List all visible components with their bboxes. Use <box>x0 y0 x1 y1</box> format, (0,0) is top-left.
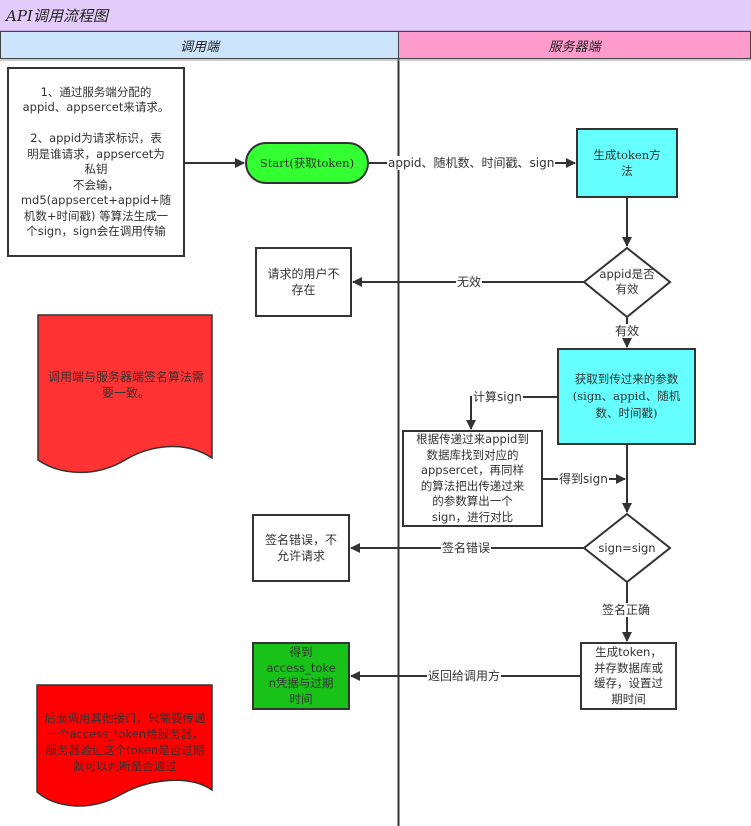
decision-sign-equal-shape <box>582 512 672 584</box>
sign-error-node: 签名错误，不 允许请求 <box>252 514 350 582</box>
diagram-title: API调用流程图 <box>6 7 108 25</box>
user-not-exist-node: 请求的用户不 存在 <box>255 247 352 317</box>
sign-equal-decision: sign=sign <box>598 541 656 555</box>
generate-token-store-node: 生成token， 并存数据库或 缓存，设置过 期时间 <box>580 642 677 710</box>
intro-description-box: 1、通过服务端分配的 appid、appsercet来请求。 2、appid为请… <box>7 67 185 257</box>
lane-header-server: 服务器端 <box>398 31 751 59</box>
edge-label-sign-ok: 签名正确 <box>601 603 652 617</box>
note-shape-signature <box>37 314 213 474</box>
lane-header-client: 调用端 <box>0 31 399 59</box>
edge-label-request-params: appid、随机数、时间戳、sign <box>387 156 556 170</box>
edge-label-return-caller: 返回给调用方 <box>427 669 502 683</box>
appid-valid-decision: appid是否 有效 <box>599 267 655 296</box>
edge-label-got-sign: 得到sign <box>558 472 609 486</box>
edge-label-calc-sign: 计算sign <box>472 390 523 404</box>
edge-label-valid: 有效 <box>614 324 641 338</box>
decision-appid-valid-shape <box>582 246 672 319</box>
edge-calc-sign <box>466 396 557 430</box>
generate-token-method-node: 生成token方 法 <box>576 128 678 198</box>
edge-label-sign-error: 签名错误 <box>441 541 492 555</box>
access-token-received-node: 得到 access_toke n凭据与过期 时间 <box>252 642 350 710</box>
get-params-node: 获取到传过来的参数 (sign、appid、随机 数、时间戳) <box>557 348 696 445</box>
start-node: Start(获取token) <box>245 142 369 184</box>
compute-sign-node: 根据传递过来appid到 数据库找到对应的 appsercet，再同样 的算法把… <box>402 430 543 527</box>
note-shape-access-token <box>36 684 213 807</box>
note-access-token-usage: 后面调用其他接口，只需要传递 一个access_token给服务器， 服务器验证… <box>44 711 206 773</box>
title-band: API调用流程图 <box>0 0 751 31</box>
note-signature-consistency: 调用端与服务器端签名算法需 要一致。 <box>47 370 204 400</box>
edge-label-invalid: 无效 <box>456 275 483 289</box>
